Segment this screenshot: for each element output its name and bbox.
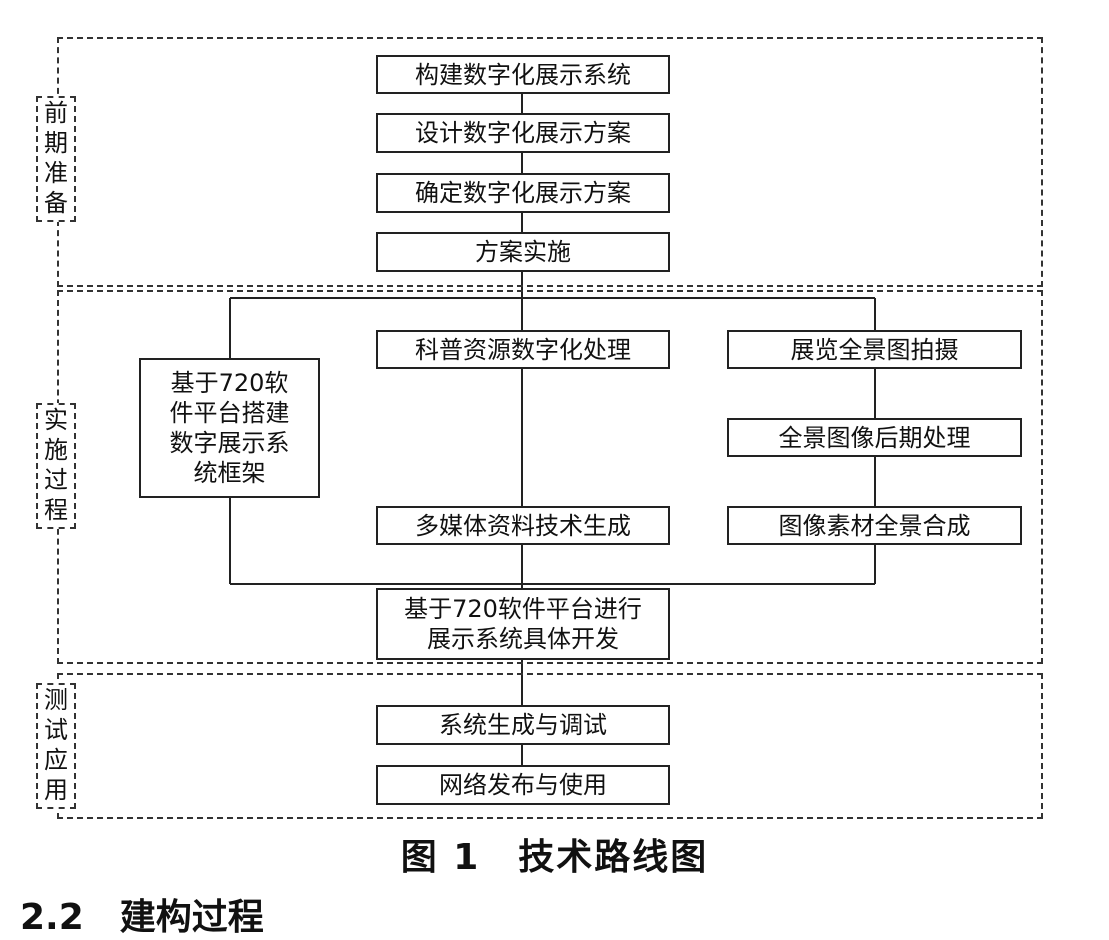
node-build-system: 构建数字化展示系统 <box>376 55 670 94</box>
phase-label-char: 试 <box>44 716 68 744</box>
node-design-plan: 设计数字化展示方案 <box>376 113 670 153</box>
phase-label-char: 用 <box>44 776 68 804</box>
node-confirm-plan: 确定数字化展示方案 <box>376 173 670 213</box>
phase-label-char: 施 <box>44 436 68 464</box>
node-panorama-photo: 展览全景图拍摄 <box>727 330 1022 369</box>
phase-label-test: 测 试 应 用 <box>36 683 76 809</box>
node-framework-720: 基于720软 件平台搭建 数字展示系 统框架 <box>139 358 320 498</box>
figure-caption: 图 1 技术路线图 <box>400 837 709 878</box>
connector-lines <box>229 93 876 765</box>
node-panorama-postprocess: 全景图像后期处理 <box>727 418 1022 457</box>
phase-label-char: 应 <box>44 746 68 774</box>
phase-label-char: 准 <box>44 159 68 187</box>
node-panorama-synthesis: 图像素材全景合成 <box>727 506 1022 545</box>
node-system-development: 基于720软件平台进行 展示系统具体开发 <box>376 588 670 660</box>
phase-label-char: 前 <box>44 99 68 127</box>
node-multimedia-generation: 多媒体资料技术生成 <box>376 506 670 545</box>
node-plan-implementation: 方案实施 <box>376 232 670 272</box>
phase-label-char: 实 <box>44 406 68 434</box>
phase-label-char: 过 <box>44 466 68 494</box>
section-heading: 2.2 建构过程 <box>20 897 264 938</box>
node-network-publish: 网络发布与使用 <box>376 765 670 805</box>
phase-label-char: 测 <box>44 686 68 714</box>
node-system-debug: 系统生成与调试 <box>376 705 670 745</box>
phase-label-prep: 前 期 准 备 <box>36 96 76 222</box>
phase-label-char: 备 <box>44 189 68 217</box>
technical-roadmap-diagram: 前 期 准 备 实 施 过 程 测 试 应 用 构建数字化展示系统 设计数字化展… <box>20 37 1043 938</box>
phase-label-char: 期 <box>44 129 68 157</box>
node-science-digitization: 科普资源数字化处理 <box>376 330 670 369</box>
phase-label-char: 程 <box>44 496 68 524</box>
phase-label-impl: 实 施 过 程 <box>36 403 76 529</box>
